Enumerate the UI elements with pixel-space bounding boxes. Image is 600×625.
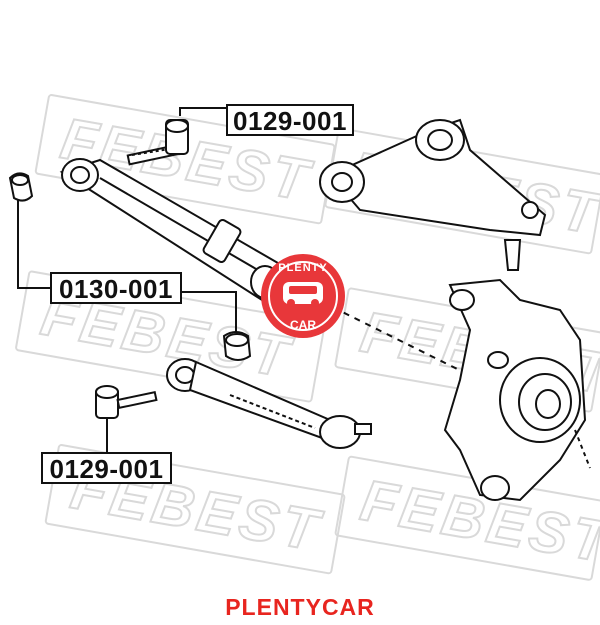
plentycar-badge: [261, 254, 345, 338]
right-rubber-bushing: [222, 331, 252, 361]
upper-bolt-bushing: [126, 119, 189, 166]
part-label-lower-bushing: 0129-001: [41, 452, 172, 484]
badge-bottom-text: CAR: [290, 318, 316, 332]
lower-bolt-bushing: [95, 385, 158, 419]
steering-knuckle: [443, 278, 591, 502]
part-label-upper-bushing: 0129-001: [226, 104, 354, 136]
part-label-middle-bushing: 0130-001: [50, 272, 182, 304]
leader-lines: [17, 107, 237, 452]
badge-top-text: PLENTY: [278, 262, 328, 274]
upper-control-arm: [319, 118, 547, 271]
lower-link-arm: [166, 358, 372, 449]
footer-brand: PLENTYCAR: [225, 594, 375, 620]
left-rubber-bushing: [8, 172, 34, 202]
watermark-6: FEBEST: [334, 455, 600, 581]
